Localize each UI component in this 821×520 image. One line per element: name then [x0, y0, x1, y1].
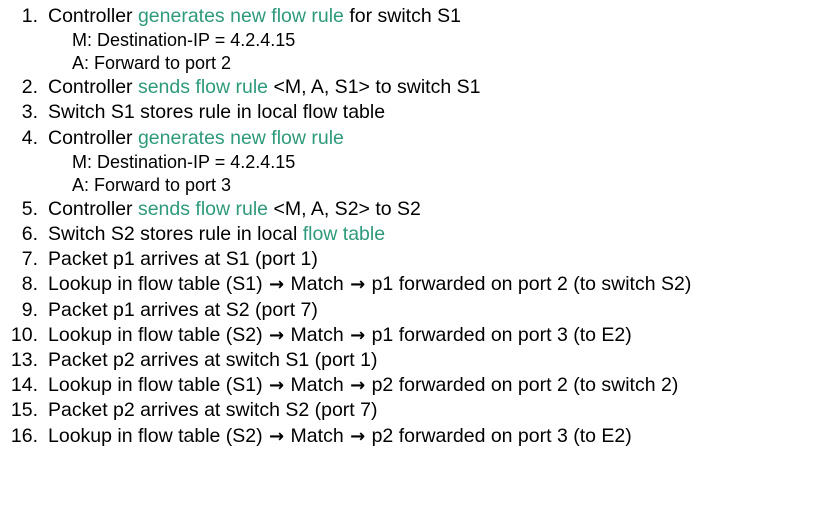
- text-segment: Switch S2 stores rule in local: [48, 223, 303, 246]
- step-text: Switch S2 stores rule in local flow tabl…: [48, 222, 385, 247]
- step-subline: M: Destination-IP = 4.2.4.15: [72, 30, 296, 51]
- step-row: 10. Lookup in flow table (S2) → Match → p…: [0, 323, 821, 348]
- step-row: 5. Controller sends flow rule <M, A, S2> …: [0, 197, 821, 222]
- highlighted-phrase: sends flow rule: [137, 76, 269, 99]
- arrow-icon: →: [350, 425, 366, 447]
- arrow-icon: →: [350, 274, 366, 296]
- step-number: 15.: [10, 399, 38, 422]
- step-row: 9. Packet p1 arrives at S2 (port 7): [0, 298, 821, 323]
- list-item: 3. Switch S1 stores rule in local flow ta…: [0, 100, 821, 125]
- step-number: 9.: [21, 298, 38, 321]
- arrow-icon: →: [269, 274, 285, 296]
- list-item: 6. Switch S2 stores rule in local flow ta…: [0, 222, 821, 247]
- list-item: 5. Controller sends flow rule <M, A, S2> …: [0, 197, 821, 222]
- text-segment: p1 forwarded on port 3 (to E2): [366, 323, 632, 346]
- text-segment: Lookup in flow table (S1): [48, 273, 269, 296]
- step-row: 3. Switch S1 stores rule in local flow ta…: [0, 100, 821, 125]
- text-segment: Lookup in flow table (S1): [48, 374, 269, 397]
- text-segment: for switch S1: [343, 5, 461, 27]
- step-subline: A: Forward to port 2: [72, 53, 232, 74]
- step-number: 4.: [21, 126, 38, 149]
- highlighted-phrase: generates new flow rule: [137, 126, 344, 149]
- step-text: Controller generates new flow rule for s…: [48, 4, 461, 29]
- numbered-step-list: 1. Controller generates new flow rule for…: [0, 4, 821, 449]
- list-item: 9. Packet p1 arrives at S2 (port 7): [0, 298, 821, 323]
- step-number: 8.: [21, 273, 38, 296]
- text-segment: <M, A, S1> to switch S1: [268, 76, 481, 99]
- step-text: Packet p1 arrives at S1 (port 1): [48, 247, 318, 272]
- step-number: 1.: [21, 5, 38, 27]
- step-row: 1. Controller generates new flow rule for…: [0, 4, 821, 29]
- list-item: 8. Lookup in flow table (S1) → Match → p1…: [0, 272, 821, 297]
- step-text: Lookup in flow table (S2) → Match → p2 f…: [48, 424, 632, 449]
- step-row: 4. Controller generates new flow rule: [0, 126, 821, 151]
- list-item: 7. Packet p1 arrives at S1 (port 1): [0, 247, 821, 272]
- step-number: 2.: [21, 76, 38, 99]
- step-number: 14.: [10, 374, 38, 397]
- step-row: 7. Packet p1 arrives at S1 (port 1): [0, 247, 821, 272]
- step-row: 14. Lookup in flow table (S1) → Match → p…: [0, 373, 821, 398]
- text-segment: Controller: [48, 197, 138, 220]
- text-segment: Switch S1 stores rule in local flow tabl…: [48, 101, 386, 124]
- list-item: 2. Controller sends flow rule <M, A, S1> …: [0, 75, 821, 100]
- text-segment: Packet p1 arrives at S1 (port 1): [48, 248, 318, 271]
- text-segment: Packet p1 arrives at S2 (port 7): [48, 298, 318, 321]
- step-subline: M: Destination-IP = 4.2.4.15: [72, 151, 296, 172]
- step-text: Controller sends flow rule <M, A, S1> to…: [48, 75, 480, 100]
- arrow-icon: →: [269, 324, 285, 346]
- highlighted-phrase: sends flow rule: [137, 197, 269, 220]
- step-row: 8. Lookup in flow table (S1) → Match → p1…: [0, 272, 821, 297]
- text-segment: Match: [285, 374, 350, 397]
- step-number: 10.: [10, 323, 38, 346]
- step-row: 13. Packet p2 arrives at switch S1 (port …: [0, 348, 821, 373]
- list-item: 16. Lookup in flow table (S2) → Match → p…: [0, 424, 821, 449]
- arrow-icon: →: [269, 425, 285, 447]
- text-segment: Lookup in flow table (S2): [48, 323, 269, 346]
- step-number: 13.: [10, 349, 38, 372]
- step-row: 6. Switch S2 stores rule in local flow ta…: [0, 222, 821, 247]
- highlighted-phrase: flow table: [302, 223, 386, 246]
- text-segment: <M, A, S2> to S2: [268, 197, 421, 220]
- step-text: Switch S1 stores rule in local flow tabl…: [48, 100, 385, 125]
- step-text: Packet p2 arrives at switch S1 (port 1): [48, 348, 377, 373]
- text-segment: Match: [285, 323, 350, 346]
- arrow-icon: →: [269, 375, 285, 397]
- list-item: 13. Packet p2 arrives at switch S1 (port …: [0, 348, 821, 373]
- list-item: 14. Lookup in flow table (S1) → Match → p…: [0, 373, 821, 398]
- step-text: Lookup in flow table (S1) → Match → p2 f…: [48, 373, 678, 398]
- step-row: 2. Controller sends flow rule <M, A, S1> …: [0, 75, 821, 100]
- list-item: 1. Controller generates new flow rule for…: [0, 4, 821, 75]
- step-number: 3.: [21, 101, 38, 124]
- text-segment: Match: [285, 273, 350, 296]
- step-number: 5.: [21, 197, 38, 220]
- text-segment: p2 forwarded on port 3 (to E2): [366, 424, 632, 447]
- text-segment: Packet p2 arrives at switch S2 (port 7): [48, 399, 378, 422]
- text-segment: Controller: [48, 76, 138, 99]
- list-item: 15. Packet p2 arrives at switch S2 (port …: [0, 398, 821, 423]
- list-item: 10. Lookup in flow table (S2) → Match → p…: [0, 323, 821, 348]
- text-segment: Packet p2 arrives at switch S1 (port 1): [48, 349, 378, 372]
- step-row: 15. Packet p2 arrives at switch S2 (port …: [0, 398, 821, 423]
- highlighted-phrase: generates new flow rule: [137, 5, 344, 27]
- step-text: Packet p1 arrives at S2 (port 7): [48, 298, 318, 323]
- step-number: 6.: [21, 223, 38, 246]
- step-text: Packet p2 arrives at switch S2 (port 7): [48, 398, 377, 423]
- arrow-icon: →: [350, 375, 366, 397]
- text-segment: Lookup in flow table (S2): [48, 424, 269, 447]
- step-text: Lookup in flow table (S2) → Match → p1 f…: [48, 323, 632, 348]
- step-subline: A: Forward to port 3: [72, 174, 232, 195]
- step-number: 16.: [10, 424, 38, 447]
- step-number: 7.: [21, 248, 38, 271]
- step-text: Controller generates new flow rule: [48, 126, 344, 151]
- text-segment: Controller: [48, 126, 138, 149]
- arrow-icon: →: [350, 324, 366, 346]
- text-segment: Match: [285, 424, 350, 447]
- text-segment: p2 forwarded on port 2 (to switch 2): [366, 374, 679, 397]
- step-row: 16. Lookup in flow table (S2) → Match → p…: [0, 424, 821, 449]
- text-segment: p1 forwarded on port 2 (to switch S2): [366, 273, 692, 296]
- step-text: Controller sends flow rule <M, A, S2> to…: [48, 197, 421, 222]
- step-text: Lookup in flow table (S1) → Match → p1 f…: [48, 272, 691, 297]
- text-segment: Controller: [48, 5, 138, 27]
